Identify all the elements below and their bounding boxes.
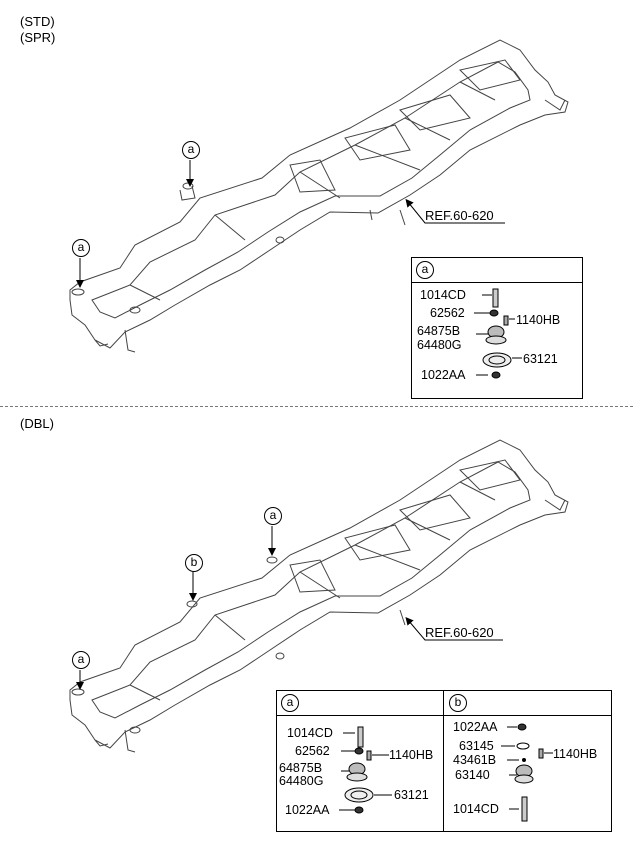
section-divider: [0, 406, 633, 407]
part-64875b: 64875B: [417, 324, 461, 338]
chassis-frame-std: [69, 39, 569, 353]
dbl-part-1022aa-a: 1022AA: [285, 803, 330, 817]
parts-box-dbl: a b: [276, 690, 612, 832]
callout-std-a1: a: [182, 141, 200, 159]
dbl-part-63140: 63140: [455, 768, 490, 782]
section-label-dbl: (DBL): [20, 416, 54, 431]
parts-box-std-a: a 1014CD 62562 1140HB 64875B 64480G 6312…: [411, 257, 583, 399]
dbl-part-43461b: 43461B: [453, 753, 497, 767]
parts-illustration-std: [474, 288, 522, 379]
dbl-part-64875b: 64875B: [279, 761, 323, 775]
ref-leader-dbl: [405, 616, 503, 641]
dbl-part-63145: 63145: [459, 739, 494, 753]
parts-box-header-callout: a: [416, 261, 434, 279]
callout-dbl-a1: a: [264, 507, 282, 525]
parts-illustration-dbl: [339, 723, 553, 822]
ref-leader-std: [405, 198, 505, 224]
part-1140hb: 1140HB: [516, 313, 561, 327]
dbl-part-62562: 62562: [295, 744, 330, 758]
section-label-std: (STD): [20, 14, 55, 29]
dbl-part-1022aa-b: 1022AA: [453, 720, 498, 734]
parts-box-dbl-header-a: a: [281, 694, 299, 712]
dbl-part-63121: 63121: [394, 788, 429, 802]
ref-label-dbl: REF.60-620: [425, 625, 494, 640]
ref-label-std: REF.60-620: [425, 208, 494, 223]
part-63121: 63121: [523, 352, 558, 366]
dbl-part-1140hb-a: 1140HB: [389, 748, 434, 762]
chassis-frame-dbl: [69, 439, 569, 753]
part-1014cd: 1014CD: [420, 288, 466, 302]
dbl-part-1014cd-b: 1014CD: [453, 802, 499, 816]
part-1022aa: 1022AA: [421, 368, 466, 382]
callout-dbl-a2: a: [72, 651, 90, 669]
callout-dbl-b: b: [185, 554, 203, 572]
section-label-spr: (SPR): [20, 30, 56, 45]
part-64480g: 64480G: [417, 338, 462, 352]
dbl-part-1014cd: 1014CD: [287, 726, 333, 740]
dbl-part-1140hb-b: 1140HB: [553, 747, 598, 761]
dbl-part-64480g: 64480G: [279, 774, 324, 788]
callout-std-a2: a: [72, 239, 90, 257]
parts-box-dbl-header-b: b: [449, 694, 467, 712]
part-62562: 62562: [430, 306, 465, 320]
